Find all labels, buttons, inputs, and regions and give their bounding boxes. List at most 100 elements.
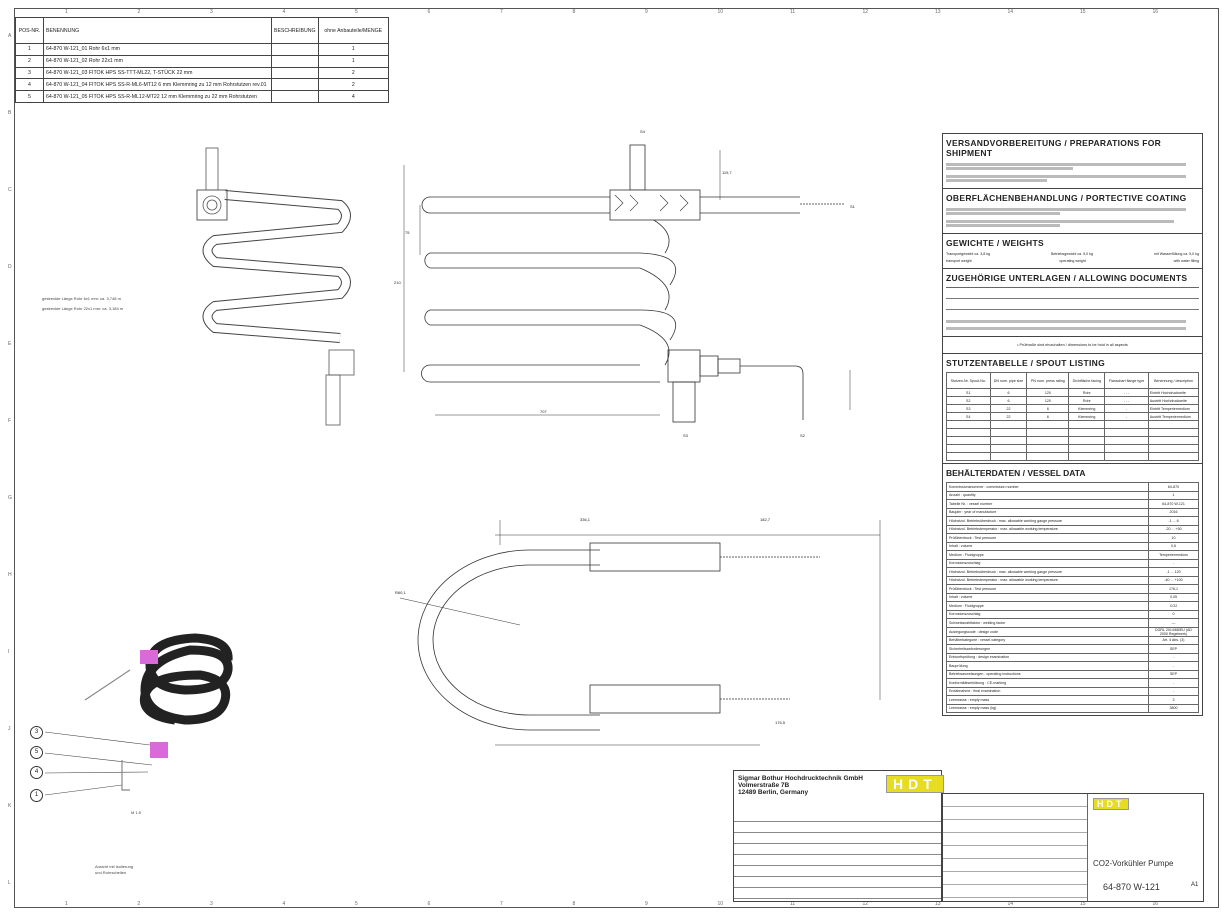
vessel-label: Prüfüberdruck : Test pressure bbox=[946, 584, 1149, 594]
spout-cell: 22 bbox=[989, 404, 1028, 413]
vessel-label: Schweissnahtfaktor : welding factor bbox=[946, 618, 1149, 628]
dim-707: 707 bbox=[540, 409, 547, 414]
sheet-format: A1 bbox=[1191, 882, 1199, 888]
spout-cell-empty bbox=[946, 420, 991, 429]
spout-cell-empty bbox=[1068, 420, 1106, 429]
spout-cell: 120 bbox=[1026, 388, 1070, 397]
vessel-value: - bbox=[1148, 678, 1199, 688]
heading-weights: GEWICHTE / WEIGHTS bbox=[946, 238, 1044, 248]
ruler-row-B: B bbox=[8, 110, 12, 116]
vessel-label: Inhalt : volume bbox=[946, 592, 1149, 602]
ruler-col-bottom-7: 7 bbox=[500, 901, 503, 907]
vessel-row: Korrosionszuschlag- bbox=[946, 558, 1199, 568]
vessel-value: -1 ... 120 bbox=[1148, 567, 1199, 577]
front-view bbox=[403, 144, 851, 423]
bom-header-row: POS-NR. BENENNUNG BESCHREIBUNG ohne Anba… bbox=[15, 17, 390, 44]
vessel-label: Tabelle Nr. : vessel number bbox=[946, 499, 1149, 509]
bom-name: 64-870 W-121_05 FITOK HPS SS-R-ML12-MT22… bbox=[43, 90, 272, 103]
side-view bbox=[196, 147, 355, 426]
title-block: HDT CO2-Vorkühler Pumpe 64-870 W-121 A1 bbox=[942, 793, 1204, 902]
section-coating: OBERFLÄCHENBEHANDLUNG / PORTECTIVE COATI… bbox=[943, 189, 1202, 234]
ruler-row-A: A bbox=[8, 33, 12, 39]
scale-label: M 1:5 bbox=[131, 810, 142, 815]
vessel-value: 0,05 bbox=[1148, 592, 1199, 602]
dim-s1: S1 bbox=[850, 204, 855, 209]
vessel-row: Höchstzul. Betriebsüberdruck : max. allo… bbox=[946, 516, 1199, 526]
vessel-value: -40 ... +100 bbox=[1148, 575, 1199, 585]
dim-336: 336,1 bbox=[580, 517, 591, 522]
vessel-label: Anzahl : quantity bbox=[946, 490, 1149, 500]
spout-cell-empty bbox=[946, 452, 991, 461]
bom-header-desc: BESCHREIBUNG bbox=[271, 17, 319, 44]
vessel-value: DGRL 2014/68/EU (AD 2000 Regelwerk) bbox=[1148, 626, 1199, 637]
vessel-value: 0 bbox=[1148, 609, 1199, 619]
ruler-col-9: 9 bbox=[645, 9, 648, 15]
spout-cell: 6 bbox=[989, 388, 1028, 397]
hdt-logo-small: HDT bbox=[1093, 798, 1129, 810]
weight-operating: Betriebsgewicht ca. 5,0 kg bbox=[1051, 252, 1093, 256]
ruler-col-bottom-1: 1 bbox=[65, 901, 68, 907]
spout-header: DN nom. pipe size bbox=[989, 372, 1028, 389]
ruler-col-bottom-5: 5 bbox=[355, 901, 358, 907]
spout-row-empty bbox=[946, 444, 1200, 453]
vessel-row: Schweissnahtfaktor : welding factor— bbox=[946, 618, 1199, 628]
vessel-label: Höchstzul. Betriebstemperatur : max. all… bbox=[946, 524, 1149, 534]
vessel-value: — bbox=[1148, 618, 1199, 628]
company-name: Sigmar Bothur Hochdrucktechnik GmbH bbox=[738, 775, 863, 782]
dim-210: 210 bbox=[394, 280, 401, 285]
vessel-label: Medium : Fluidgruppe bbox=[946, 550, 1149, 560]
ruler-col-bottom-11: 11 bbox=[790, 901, 796, 907]
spout-cell: Eintritt Temperiermedium bbox=[1147, 404, 1200, 413]
spout-cell-empty bbox=[1147, 452, 1200, 461]
bom-qty: 2 bbox=[317, 66, 390, 80]
dim-176: 176,5 bbox=[775, 720, 786, 725]
ruler-row-C: C bbox=[8, 187, 12, 193]
heading-coating: OBERFLÄCHENBEHANDLUNG / PORTECTIVE COATI… bbox=[946, 193, 1187, 203]
section-documents: ZUGEHÖRIGE UNTERLAGEN / ALLOWING DOCUMEN… bbox=[943, 269, 1202, 337]
ruler-col-15: 15 bbox=[1080, 9, 1086, 15]
section-spouts: STUTZENTABELLE / SPOUT LISTING Stutzen-N… bbox=[943, 354, 1202, 464]
ruler-row-E: E bbox=[8, 341, 12, 347]
vessel-row: Höchstzul. Betriebstemperatur : max. all… bbox=[946, 524, 1199, 534]
spout-cell: Rohr bbox=[1068, 396, 1106, 405]
vessel-value: -1 ... 6 bbox=[1148, 516, 1199, 526]
note-length-6: gestreckte Länge Rohr 6x1 mm: ca. 3,748 … bbox=[42, 296, 121, 301]
ruler-col-6: 6 bbox=[427, 9, 431, 15]
heading-documents: ZUGEHÖRIGE UNTERLAGEN / ALLOWING DOCUMEN… bbox=[946, 273, 1188, 283]
vessel-value: -20 ... +50 bbox=[1148, 524, 1199, 534]
ruler-col-5: 5 bbox=[355, 9, 358, 15]
spout-cell: Austritt Temperiermedium bbox=[1147, 412, 1200, 421]
ruler-col-7: 7 bbox=[500, 9, 503, 15]
vessel-value: - bbox=[1148, 558, 1199, 568]
spec-panel: VERSANDVORBEREITUNG / PREPARATIONS FOR S… bbox=[942, 133, 1203, 716]
vessel-value: Art. 4 Abs. (3) bbox=[1148, 635, 1199, 645]
vessel-label: Entwurfsprüfung : design examination bbox=[946, 652, 1149, 662]
dim-75: 75 bbox=[405, 230, 410, 235]
spout-row-empty bbox=[946, 452, 1200, 461]
ruler-col-bottom-13: 13 bbox=[935, 901, 941, 907]
ruler-row-G: G bbox=[8, 495, 12, 501]
spout-cell: S1 bbox=[946, 388, 991, 397]
heading-shipment: VERSANDVORBEREITUNG / PREPARATIONS FOR S… bbox=[946, 138, 1162, 158]
vessel-label: Prüfüberdruck : Test pressure bbox=[946, 533, 1149, 543]
drawing-number: 64-870 W-121 bbox=[1103, 882, 1160, 892]
ruler-col-bottom-4: 4 bbox=[282, 901, 286, 907]
company-block: Sigmar Bothur Hochdrucktechnik GmbH Volm… bbox=[733, 770, 944, 902]
vessel-value: 3 bbox=[1148, 695, 1199, 705]
spout-cell-empty bbox=[1147, 436, 1200, 445]
view-caption-2: und Rohrschellen bbox=[95, 870, 127, 875]
vessel-label: Kommissionsnummer : commission number bbox=[946, 482, 1149, 492]
spout-cell-empty bbox=[1068, 428, 1106, 437]
spout-cell-empty bbox=[1147, 428, 1200, 437]
ruler-col-bottom-9: 9 bbox=[645, 901, 648, 907]
spout-cell-empty bbox=[1104, 428, 1149, 437]
